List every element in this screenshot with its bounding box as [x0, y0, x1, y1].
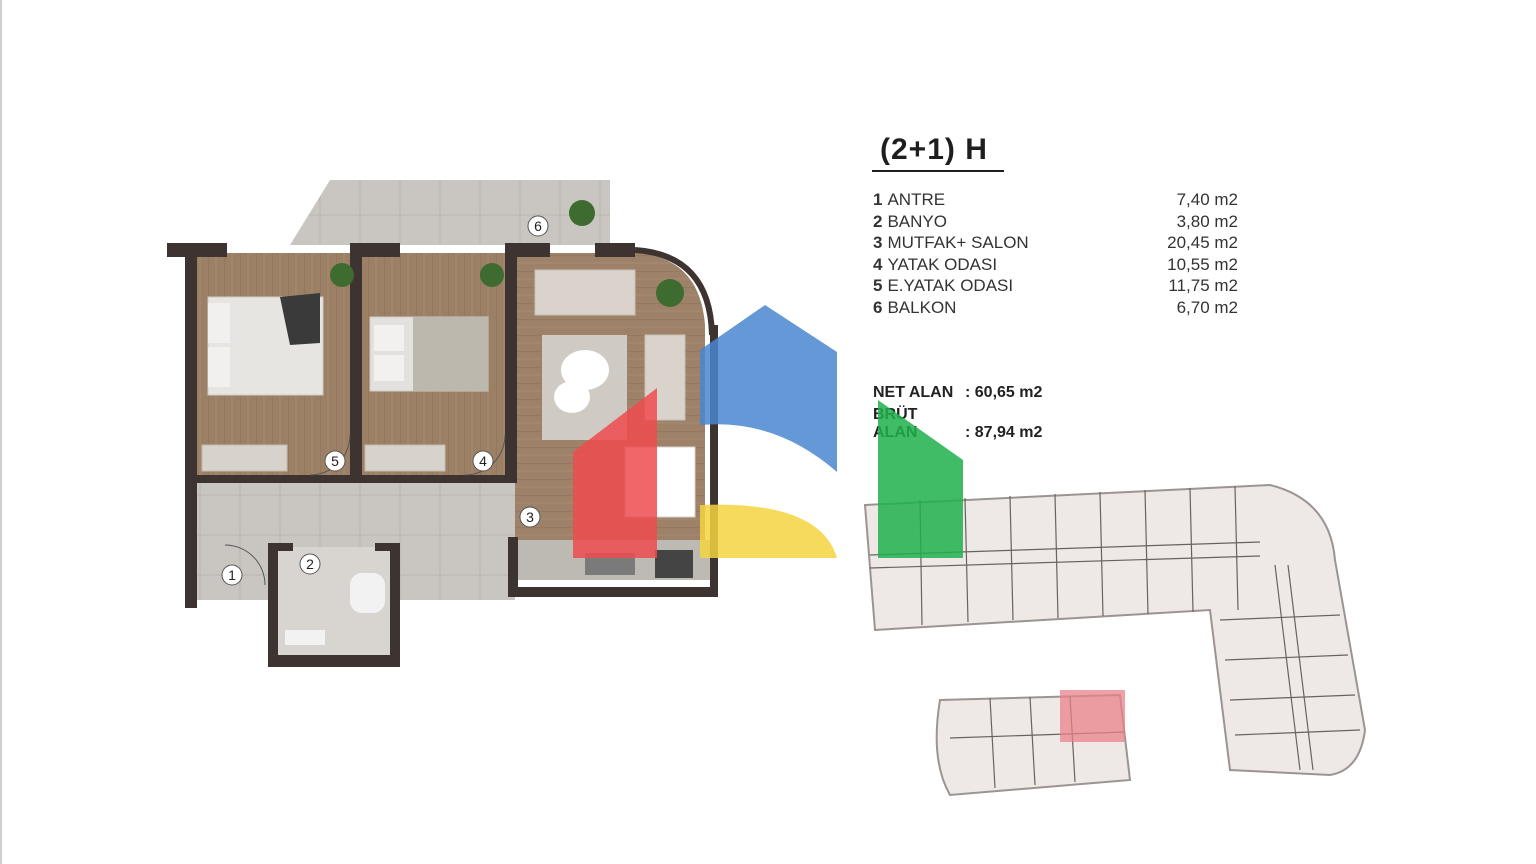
side-table	[554, 381, 590, 413]
floor-plan: 1 2 3 4 5 6	[167, 180, 718, 667]
cooktop	[655, 550, 693, 578]
walls	[167, 243, 718, 667]
room-label: 4	[472, 450, 494, 472]
balcony-floor	[290, 180, 610, 245]
watermark-logo	[573, 305, 963, 558]
room-label: 6	[527, 215, 549, 237]
left-frame-border	[0, 0, 2, 864]
room-label: 5	[324, 450, 346, 472]
unit-title: (2+1) H	[880, 133, 988, 166]
sofa	[534, 269, 636, 316]
washbasin	[285, 630, 325, 645]
svg-text:2: 2	[306, 556, 314, 572]
selected-unit-highlight	[1060, 690, 1125, 742]
bed	[369, 316, 489, 392]
room-label: 3	[519, 506, 541, 528]
svg-text:1: 1	[228, 567, 236, 583]
svg-text:5: 5	[331, 453, 339, 469]
plant-icon	[330, 200, 684, 307]
svg-text:4: 4	[479, 453, 487, 469]
sink	[585, 553, 635, 575]
svg-text:6: 6	[534, 218, 542, 234]
wardrobe	[364, 444, 446, 472]
main-building-block	[863, 483, 1367, 777]
building-site-plan	[863, 483, 1367, 797]
room-label: 2	[299, 553, 321, 575]
room-label: 1	[221, 564, 243, 586]
net-area: NET ALAN: 60,65 m2	[873, 384, 1043, 401]
coffee-table	[561, 350, 609, 390]
master-bed	[207, 293, 324, 396]
svg-text:3: 3	[526, 509, 534, 525]
wardrobe	[201, 444, 288, 472]
toilet	[350, 573, 385, 613]
title-underline	[872, 170, 1004, 172]
